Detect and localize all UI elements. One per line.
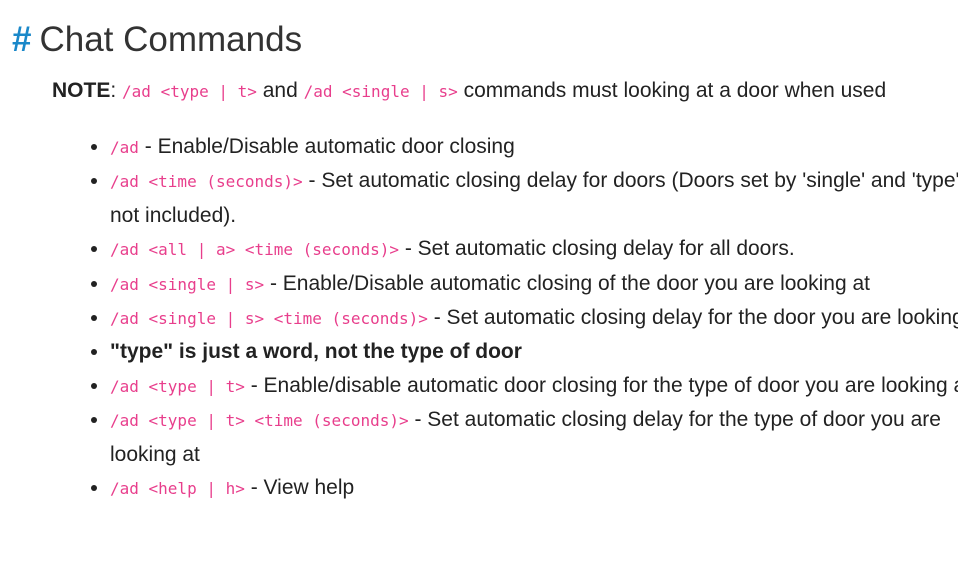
note-text: commands must looking at a door when use… [463, 79, 887, 102]
page-title-text: Chat Commands [39, 20, 303, 59]
note-and: and [262, 79, 298, 102]
list-item: /ad <help | h> - View help [110, 471, 958, 505]
list-item: /ad <single | s> <time (seconds)> - Set … [110, 301, 958, 335]
list-item: "type" is just a word, not the type of d… [110, 335, 958, 368]
list-item: /ad <single | s> - Enable/Disable automa… [110, 267, 958, 301]
note-label: NOTE [52, 79, 111, 102]
command-code: /ad <all | a> <time (seconds)> [110, 240, 399, 260]
note-command-single: /ad <single | s> [303, 82, 458, 101]
command-description: - View help [250, 476, 355, 500]
command-code: /ad <type | t> [110, 376, 245, 396]
command-description: - Set automatic closing delay for all do… [404, 237, 795, 261]
command-code: /ad <help | h> [110, 479, 245, 499]
command-code: /ad <single | s> [110, 274, 265, 294]
command-code: /ad <type | t> <time (seconds)> [110, 411, 409, 431]
command-list: /ad - Enable/Disable automatic door clos… [70, 130, 958, 505]
type-note-text: "type" is just a word, not the type of d… [110, 340, 522, 364]
list-item: /ad <time (seconds)> - Set automatic clo… [110, 164, 958, 232]
note-colon: : [110, 79, 117, 102]
command-description: - Set automatic closing delay for the ty… [110, 408, 941, 466]
note-paragraph: NOTE: /ad <type | t> and /ad <single | s… [52, 74, 886, 108]
list-item: /ad - Enable/Disable automatic door clos… [110, 130, 958, 164]
command-code: /ad [110, 138, 139, 157]
command-description: - Enable/disable automatic door closing … [250, 373, 958, 397]
command-description: - Enable/Disable automatic door closing [144, 135, 515, 158]
command-code: /ad <time (seconds)> [110, 172, 303, 192]
command-description: - Set automatic closing delay for the do… [433, 306, 958, 330]
command-code: /ad <single | s> <time (seconds)> [110, 309, 428, 329]
page-title: #Chat Commands [12, 14, 302, 66]
note-command-type: /ad <type | t> [122, 82, 257, 101]
heading-anchor-hash[interactable]: # [12, 20, 32, 59]
list-item: /ad <type | t> - Enable/disable automati… [110, 369, 958, 403]
list-item: /ad <type | t> <time (seconds)> - Set au… [110, 403, 958, 471]
command-description: - Enable/Disable automatic closing of th… [269, 271, 870, 295]
command-description: - Set automatic closing delay for doors … [110, 169, 958, 227]
list-item: /ad <all | a> <time (seconds)> - Set aut… [110, 232, 958, 266]
